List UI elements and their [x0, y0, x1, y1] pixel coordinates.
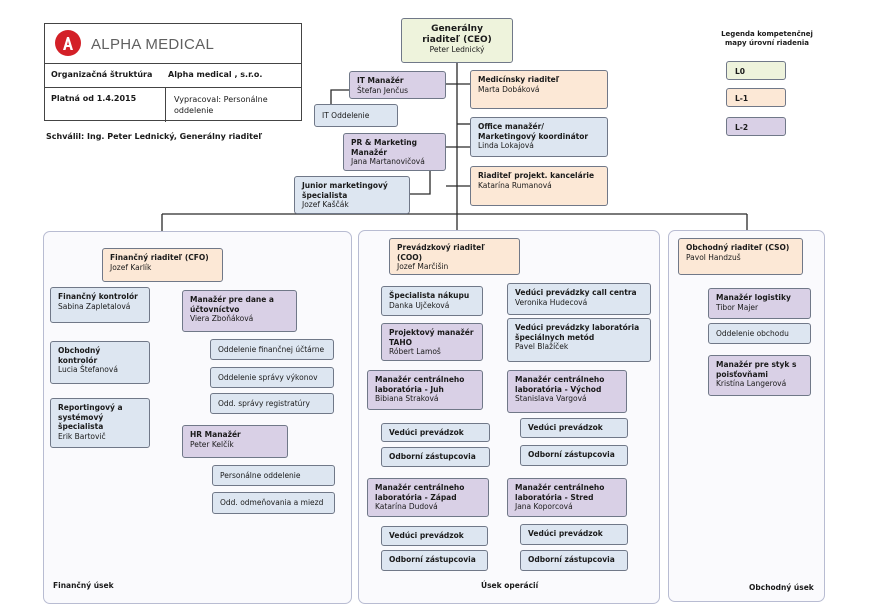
- alpha-logo-icon: [55, 30, 81, 56]
- ceo-box: Generálny riaditeľ (CEO) Peter Lednický: [401, 18, 513, 63]
- payroll-dept-box: Odd. odmeňovania a miezd: [212, 492, 335, 514]
- cso-box: Obchodný riaditeľ (CSO)Pavol Handzuš: [678, 238, 803, 275]
- prepared-by: Vypracoval: Personálne oddelenie: [174, 95, 268, 115]
- accounting-dept-box: Oddelenie finančnej účtárne: [210, 339, 334, 360]
- lab-west-reps-box: Odborní zástupcovia: [381, 550, 488, 571]
- header-table: ALPHA MEDICAL Organizačná štruktúra Alph…: [44, 23, 302, 122]
- coo-box: Prevádzkový riaditeľ (COO)Jozef Marčišin: [389, 238, 520, 275]
- cfo-box: Finančný riaditeľ (CFO)Jozef Karlík: [102, 248, 223, 282]
- sales-dept-box: Oddelenie obchodu: [708, 323, 811, 344]
- lab-west-heads-box: Vedúci prevádzok: [381, 526, 488, 546]
- lab-centre-heads-box: Vedúci prevádzok: [520, 524, 628, 545]
- legend-title: Legenda kompetenčnej mapy úrovní riadeni…: [721, 30, 813, 47]
- operations-section-label: Úsek operácií: [481, 581, 539, 590]
- office-manager-box: Office manažér/ Marketingový koordinátor…: [470, 117, 608, 157]
- validity-row: Platná od 1.4.2015 Vypracoval: Personáln…: [45, 87, 301, 122]
- performance-dept-box: Oddelenie správy výkonov: [210, 367, 334, 388]
- org-structure-label: Organizačná štruktúra: [51, 70, 153, 79]
- company-name: Alpha medical , s.r.o.: [168, 70, 263, 79]
- special-lab-box: Vedúci prevádzky laboratória špeciálnych…: [507, 318, 651, 362]
- legend-l1: L-1: [726, 88, 786, 107]
- lab-south-reps-box: Odborní zástupcovia: [381, 447, 490, 467]
- legend-l0: L0: [726, 61, 786, 80]
- logo-text: ALPHA MEDICAL: [91, 36, 215, 53]
- lab-centre-reps-box: Odborní zástupcovia: [520, 550, 628, 571]
- lab-east-heads-box: Vedúci prevádzok: [520, 418, 628, 438]
- registry-dept-box: Odd. správy registratúry: [210, 393, 334, 414]
- valid-from: Platná od 1.4.2015: [51, 94, 137, 103]
- approved-by: Schválil: Ing. Peter Lednický, Generálny…: [46, 132, 263, 141]
- lab-south-heads-box: Vedúci prevádzok: [381, 423, 490, 442]
- finance-section-label: Finančný úsek: [53, 581, 114, 590]
- lab-east-box: Manažér centrálneho laboratória - Východ…: [507, 370, 627, 413]
- hr-dept-box: Personálne oddelenie: [212, 465, 335, 486]
- lab-east-reps-box: Odborní zástupcovia: [520, 445, 628, 466]
- sales-section: [668, 230, 825, 602]
- it-dept-box: IT Oddelenie: [314, 104, 398, 127]
- sales-section-label: Obchodný úsek: [749, 583, 814, 592]
- org-structure-row: Organizačná štruktúra Alpha medical , s.…: [45, 63, 301, 87]
- legend-l2: L-2: [726, 117, 786, 136]
